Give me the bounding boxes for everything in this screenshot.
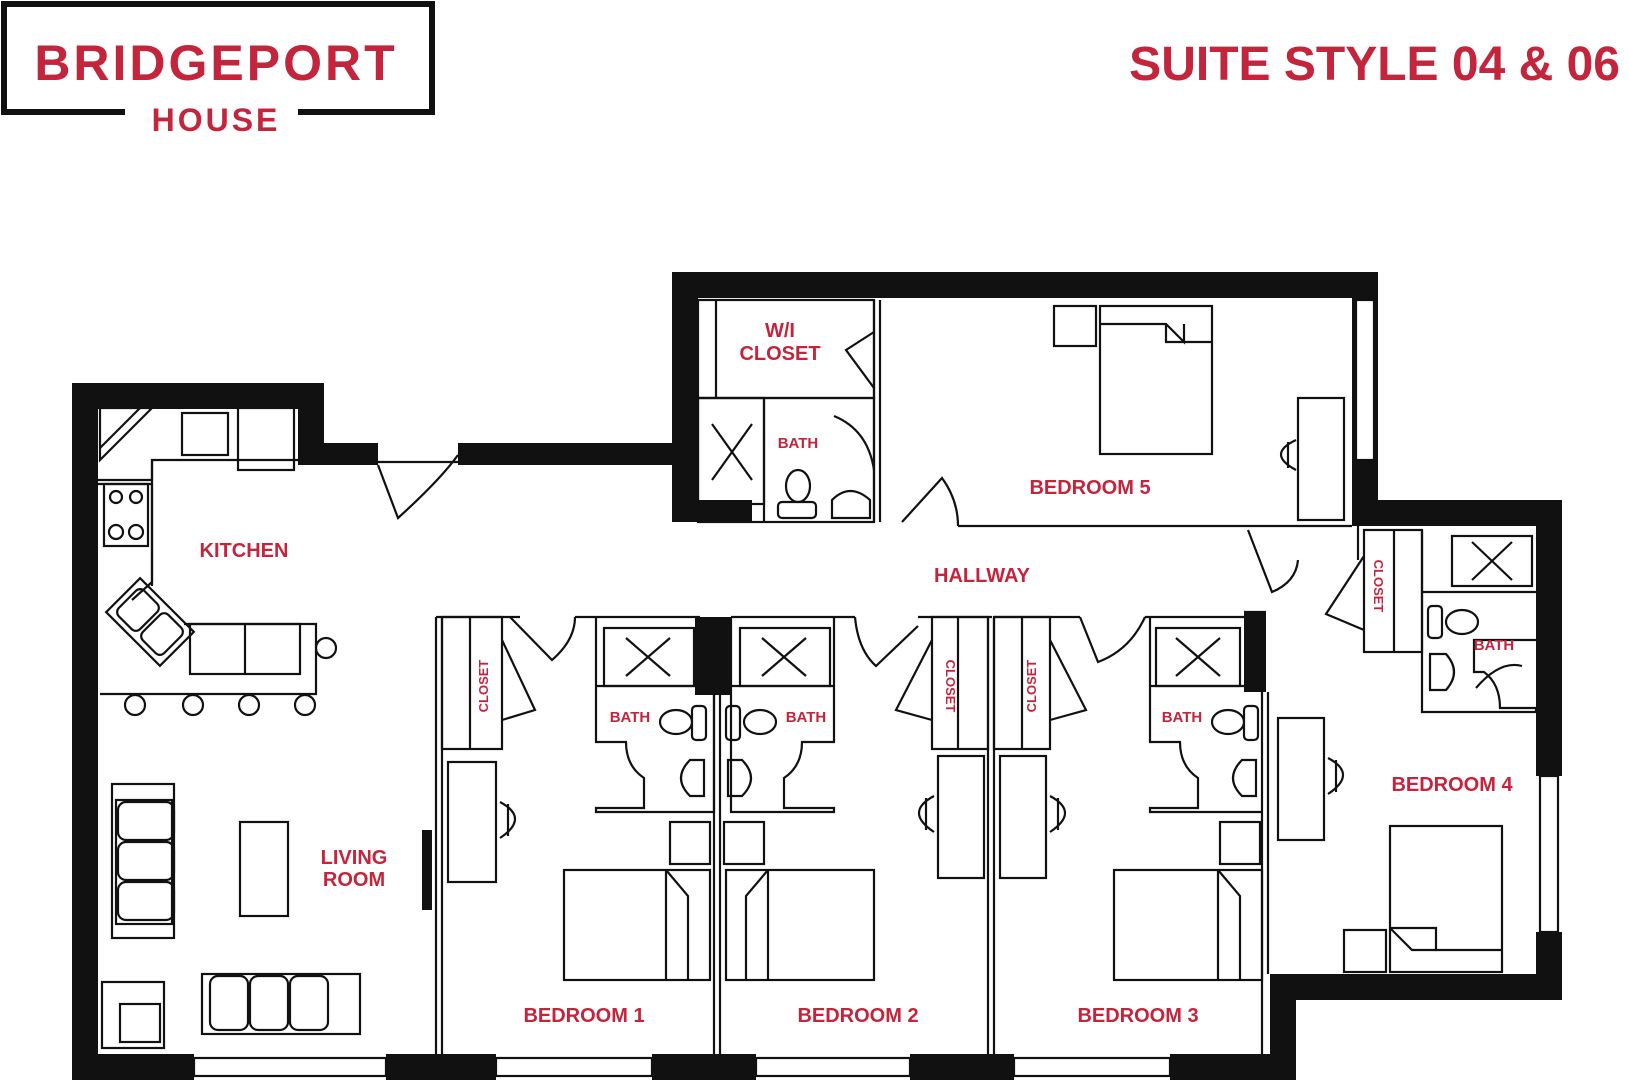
desk-icon [998, 754, 1048, 880]
toilet-icon [784, 468, 812, 504]
closet4-label: CLOSET [1371, 560, 1386, 613]
wi-closet-label-2: CLOSET [739, 343, 820, 365]
desk-icon [446, 760, 498, 884]
kitchen-fixtures [98, 406, 338, 717]
living-room-label-2: ROOM [323, 869, 385, 891]
bath1-label: BATH [610, 709, 651, 726]
stove-icon [102, 482, 150, 548]
exterior-walls [72, 272, 1562, 1080]
bedroom2-label: BEDROOM 2 [797, 1005, 918, 1027]
living-furniture [100, 782, 362, 1050]
sink-icon [679, 758, 706, 798]
living-room-label-1: LIVING [321, 847, 388, 869]
bed-icon [1388, 824, 1504, 974]
desk-icon [1296, 396, 1346, 522]
wi-closet-label-1: W/I [765, 320, 795, 342]
bedroom2 [722, 615, 990, 982]
toilet-icon [658, 708, 694, 736]
sink-icon [104, 576, 196, 668]
bed-icon [724, 868, 876, 982]
sofa-icon [110, 782, 176, 940]
sink-icon [1231, 758, 1258, 798]
toilet-icon [1210, 708, 1246, 736]
logo-frame [1, 1, 435, 115]
bed-icon [1098, 304, 1214, 456]
bath2-label: BATH [786, 709, 827, 726]
kitchen-label: KITCHEN [200, 540, 289, 562]
toilet-icon [742, 708, 778, 736]
bath5-label: BATH [778, 435, 819, 452]
coffee-table-icon [238, 820, 290, 918]
bedroom3-label: BEDROOM 3 [1077, 1005, 1198, 1027]
bedroom1 [440, 615, 716, 982]
bath4-label: BATH [1474, 637, 1515, 654]
desk-icon [936, 754, 986, 880]
bed-icon [562, 868, 712, 982]
sink-icon [1428, 652, 1456, 692]
room-labels: KITCHEN LIVING ROOM HALLWAY W/I CLOSET B… [200, 320, 1515, 1027]
bath3-label: BATH [1162, 709, 1203, 726]
sink-icon [726, 758, 753, 798]
plan-title: SUITE STYLE 04 & 06 [1129, 38, 1620, 91]
logo-name: BRIDGEPORT [34, 35, 397, 91]
bedroom5-label: BEDROOM 5 [1029, 477, 1150, 499]
sink-icon [830, 489, 872, 520]
bedroom5-block [696, 298, 1346, 527]
bed-icon [1112, 868, 1264, 982]
closet2-label: CLOSET [943, 660, 958, 713]
bedroom4 [1246, 528, 1538, 974]
closet1-label: CLOSET [476, 660, 491, 713]
logo-subname: HOUSE [152, 102, 281, 138]
hallway-label: HALLWAY [934, 565, 1031, 587]
sofa-icon [200, 972, 362, 1036]
bedroom1-label: BEDROOM 1 [523, 1005, 644, 1027]
closet3-label: CLOSET [1024, 660, 1039, 713]
brand-logo: BRIDGEPORT HOUSE [1, 1, 435, 138]
bedroom3 [992, 615, 1264, 982]
entry-door [376, 454, 459, 520]
bedroom4-label: BEDROOM 4 [1391, 774, 1513, 796]
toilet-icon [1444, 608, 1480, 636]
desk-icon [1276, 716, 1326, 842]
